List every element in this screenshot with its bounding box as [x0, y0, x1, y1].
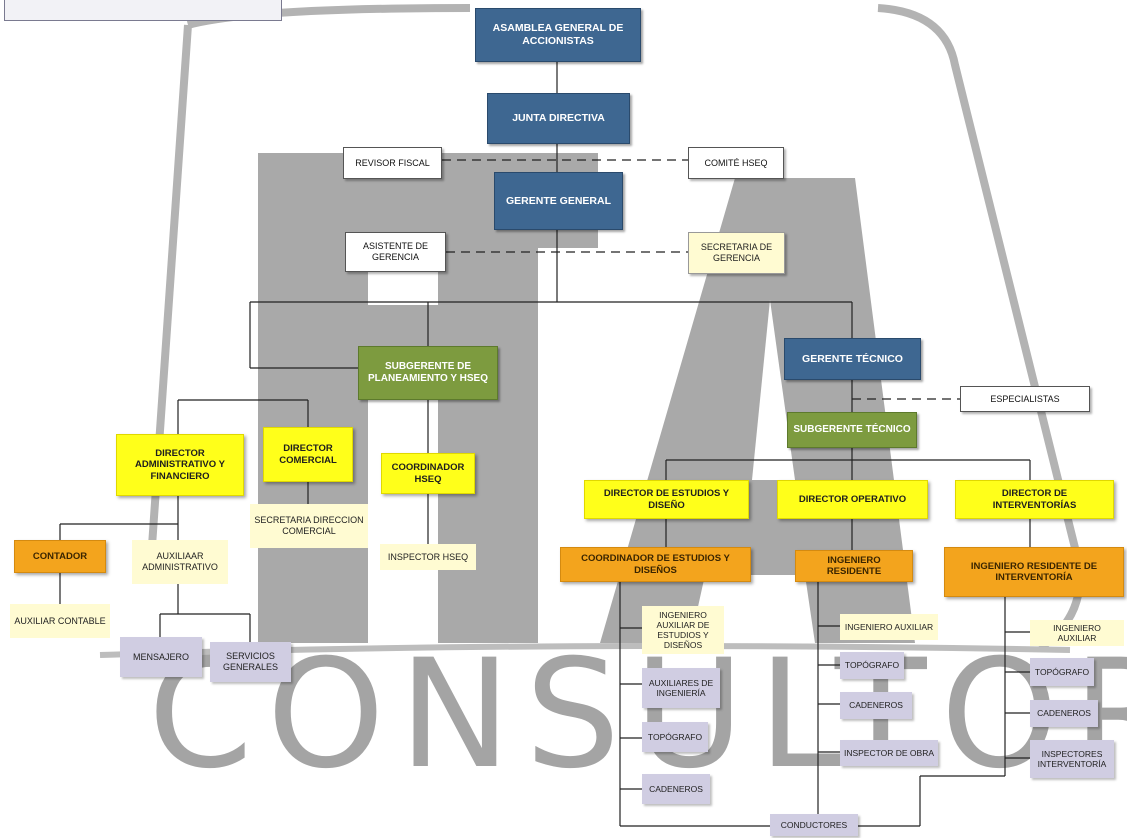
auxiliar-contable-node: AUXILIAR CONTABLE — [10, 604, 110, 638]
cadeneros-interventoria-node: CADENEROS — [1030, 700, 1098, 727]
gerente-general-node: GERENTE GENERAL — [494, 172, 623, 230]
ingeniero-residente-node: INGENIERO RESIDENTE — [795, 550, 913, 582]
ingeniero-residente-interventoria-node: INGENIERO RESIDENTE DE INTERVENTORÍA — [944, 547, 1124, 597]
ingeniero-auxiliar-estudios-node: INGENIERO AUXILIAR DE ESTUDIOS Y DISEÑOS — [642, 606, 724, 654]
gerente-tecnico-node: GERENTE TÉCNICO — [784, 338, 921, 380]
junta-directiva-node: JUNTA DIRECTIVA — [487, 93, 630, 144]
mensajero-node: MENSAJERO — [120, 637, 202, 677]
topografo-operativo-node: TOPÓGRAFO — [840, 652, 904, 679]
topografo-interventoria-node: TOPÓGRAFO — [1030, 658, 1094, 686]
watermark-text: CONSULTORES — [148, 628, 1127, 802]
director-comercial-node: DIRECTOR COMERCIAL — [263, 427, 353, 482]
cadeneros-estudios-node: CADENEROS — [642, 774, 710, 804]
cadeneros-operativo-node: CADENEROS — [840, 692, 912, 719]
director-administrativo-node: DIRECTOR ADMINISTRATIVO Y FINANCIERO — [116, 434, 244, 496]
asamblea-node: ASAMBLEA GENERAL DE ACCIONISTAS — [475, 8, 641, 62]
auxiliares-ingenieria-node: AUXILIARES DE INGENIERÍA — [642, 668, 720, 708]
inspectores-interventoria-node: INSPECTORES INTERVENTORÍA — [1030, 740, 1114, 778]
auxiliar-administrativo-node: AUXILIAAR ADMINISTRATIVO — [132, 540, 228, 584]
director-operativo-node: DIRECTOR OPERATIVO — [777, 480, 928, 519]
comite-hseq-node: COMITÉ HSEQ — [688, 147, 784, 179]
conductores-node: CONDUCTORES — [770, 814, 858, 836]
contador-node: CONTADOR — [14, 540, 106, 573]
especialistas-node: ESPECIALISTAS — [960, 386, 1090, 412]
header-box — [4, 0, 282, 21]
director-estudios-node: DIRECTOR DE ESTUDIOS Y DISEÑO — [584, 480, 749, 519]
logo-letter-a — [600, 178, 915, 643]
servicios-generales-node: SERVICIOS GENERALES — [210, 642, 291, 682]
secretaria-comercial-node: SECRETARIA DIRECCION COMERCIAL — [250, 504, 368, 548]
inspector-hseq-node: INSPECTOR HSEQ — [380, 544, 476, 570]
inspector-obra-node: INSPECTOR DE OBRA — [840, 740, 938, 766]
revisor-fiscal-node: REVISOR FISCAL — [343, 147, 442, 179]
ingeniero-auxiliar-operativo-node: INGENIERO AUXILIAR — [840, 614, 938, 640]
ingeniero-auxiliar-interventoria-node: INGENIERO AUXILIAR — [1030, 620, 1124, 646]
coordinador-hseq-node: COORDINADOR HSEQ — [381, 453, 475, 494]
secretaria-gerencia-node: SECRETARIA DE GERENCIA — [688, 232, 785, 274]
topografo-estudios-node: TOPÓGRAFO — [642, 722, 708, 752]
coordinador-estudios-node: COORDINADOR DE ESTUDIOS Y DISEÑOS — [560, 547, 751, 582]
director-interventorias-node: DIRECTOR DE INTERVENTORÍAS — [955, 480, 1114, 519]
subgerente-tecnico-node: SUBGERENTE TÉCNICO — [787, 412, 917, 448]
subgerente-planeamiento-node: SUBGERENTE DE PLANEAMIENTO Y HSEQ — [358, 346, 498, 400]
asistente-gerencia-node: ASISTENTE DE GERENCIA — [345, 232, 446, 272]
